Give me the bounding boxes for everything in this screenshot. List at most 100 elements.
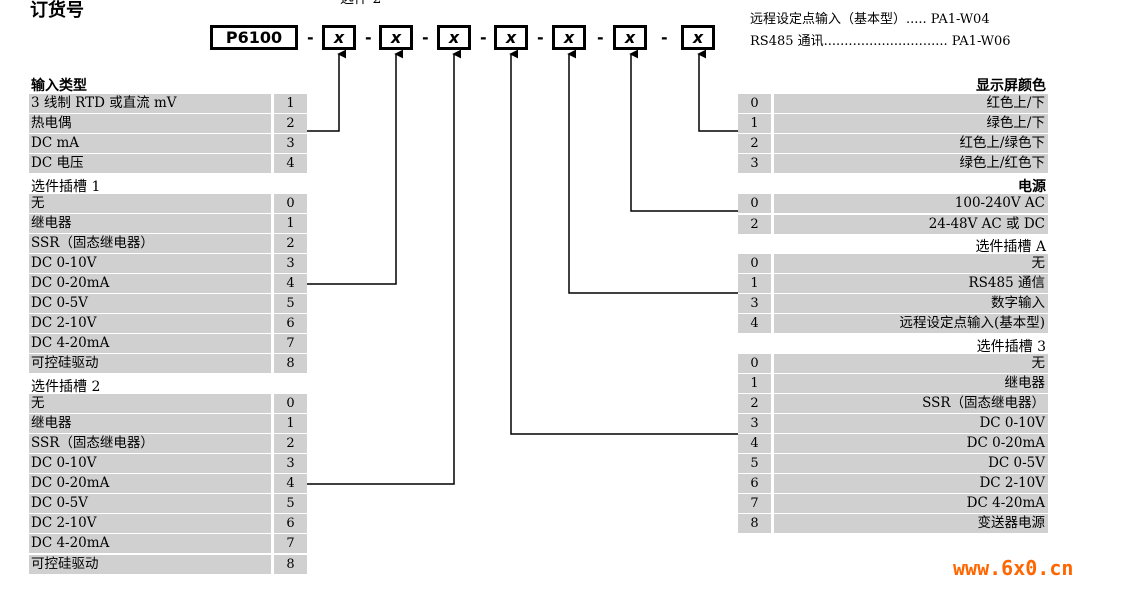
slot-box-display-color: x (681, 25, 715, 50)
option-code: 0 (274, 194, 307, 213)
option-code: 5 (274, 294, 307, 313)
option-label: DC 0-10V (29, 254, 271, 273)
option-label: DC mA (29, 134, 271, 153)
top-right-line-2: RS485 通讯.............................. P… (750, 34, 1011, 49)
option-label: DC 0-5V (774, 454, 1048, 473)
connector-display-color (697, 49, 738, 132)
option-label: DC 2-10V (29, 314, 271, 333)
dash-separator: - (480, 28, 487, 47)
option-code: 0 (274, 394, 307, 413)
option-code: 3 (274, 134, 307, 153)
option-label: DC 2-10V (29, 514, 271, 533)
top-right-line-1: 远程设定点输入（基本型）..... PA1-W04 (750, 12, 990, 27)
dash-separator: - (597, 28, 604, 47)
connector-option-slot-3 (509, 49, 738, 435)
option-label: DC 4-20mA (29, 334, 271, 353)
section-title-power: 电源 (1018, 179, 1046, 195)
option-code: 6 (274, 314, 307, 333)
option-code: 1 (738, 114, 771, 133)
option-code: 5 (738, 454, 771, 473)
option-label: 数字输入 (774, 294, 1048, 313)
option-label: SSR（固态继电器） (29, 234, 271, 253)
option-label: DC 4-20mA (29, 534, 271, 553)
option-label: 热电偶 (29, 114, 271, 133)
section-title-option-slot-3: 选件插槽 3 (976, 339, 1046, 355)
option-code: 0 (738, 94, 771, 113)
dash-separator: - (422, 28, 429, 47)
option-label: 无 (29, 194, 271, 213)
option-code: 1 (274, 94, 307, 113)
option-code: 0 (738, 194, 771, 213)
watermark-text: www.6x0.cn (953, 556, 1074, 580)
page-title: 订货号 (30, 0, 84, 21)
option-code: 3 (738, 154, 771, 173)
slot-box-option-slot-2: x (437, 25, 471, 50)
option-label: DC 4-20mA (774, 494, 1048, 513)
option-label: 绿色上/红色下 (774, 154, 1048, 173)
slot-box-option-slot-1: x (379, 25, 413, 50)
option-label: 红色上/下 (774, 94, 1048, 113)
slot-box-option-slot-3: x (494, 25, 528, 50)
section-title-option-slot-1: 选件插槽 1 (31, 179, 101, 195)
option-code: 6 (738, 474, 771, 493)
option-label: 绿色上/下 (774, 114, 1048, 133)
option-label: 继电器 (29, 214, 271, 233)
section-title-option-slot-2: 选件插槽 2 (31, 379, 101, 395)
option-code: 1 (738, 374, 771, 393)
option-code: 4 (274, 154, 307, 173)
connector-power (629, 49, 738, 212)
option-code: 4 (738, 434, 771, 453)
option-code: 8 (738, 514, 771, 533)
option-code: 2 (738, 215, 771, 234)
option-label: 可控硅驱动 (29, 354, 271, 373)
section-title-display-color: 显示屏颜色 (976, 78, 1046, 94)
slot-box-power: x (613, 25, 647, 50)
option-code: 8 (274, 354, 307, 373)
option-code: 3 (738, 414, 771, 433)
option-code: 4 (274, 274, 307, 293)
option-code: 7 (274, 334, 307, 353)
option-code: 8 (274, 555, 307, 574)
slot-box-option-slot-a: x (552, 25, 586, 50)
option-code: 3 (738, 294, 771, 313)
option-code: 4 (738, 314, 771, 333)
option-label: RS485 通信 (774, 274, 1048, 293)
option-label: 24-48V AC 或 DC (774, 215, 1048, 234)
option-label: 100-240V AC (774, 194, 1048, 213)
clipped-label: 选件 2 (340, 0, 381, 8)
section-title-option-slot-a: 选件插槽 A (975, 239, 1046, 255)
option-code: 1 (274, 214, 307, 233)
option-label: SSR（固态继电器） (29, 434, 271, 453)
option-code: 2 (274, 114, 307, 133)
option-label: DC 0-5V (29, 294, 271, 313)
option-label: DC 0-20mA (774, 434, 1048, 453)
option-code: 2 (738, 134, 771, 153)
option-label: 红色上/绿色下 (774, 134, 1048, 153)
option-code: 3 (274, 254, 307, 273)
option-code: 1 (738, 274, 771, 293)
option-label: DC 电压 (29, 154, 271, 173)
option-code: 4 (274, 474, 307, 493)
slot-box-input-type: x (322, 25, 356, 50)
section-title-input-type: 输入类型 (31, 78, 87, 94)
option-label: DC 0-5V (29, 494, 271, 513)
dash-separator: - (365, 28, 372, 47)
option-label: 无 (774, 354, 1048, 373)
option-label: 无 (774, 254, 1048, 273)
dash-separator: - (307, 28, 314, 47)
option-label: 可控硅驱动 (29, 555, 271, 574)
option-label: 无 (29, 394, 271, 413)
connector-option-slot-a (567, 49, 738, 294)
option-code: 1 (274, 414, 307, 433)
option-label: 远程设定点输入(基本型) (774, 314, 1048, 333)
option-label: SSR（固态继电器） (774, 394, 1048, 413)
dash-separator: - (661, 28, 668, 47)
option-label: DC 0-20mA (29, 274, 271, 293)
option-code: 2 (274, 434, 307, 453)
option-code: 6 (274, 514, 307, 533)
option-code: 7 (738, 494, 771, 513)
model-code-box: P6100 (210, 25, 298, 50)
option-code: 2 (738, 394, 771, 413)
option-code: 3 (274, 454, 307, 473)
